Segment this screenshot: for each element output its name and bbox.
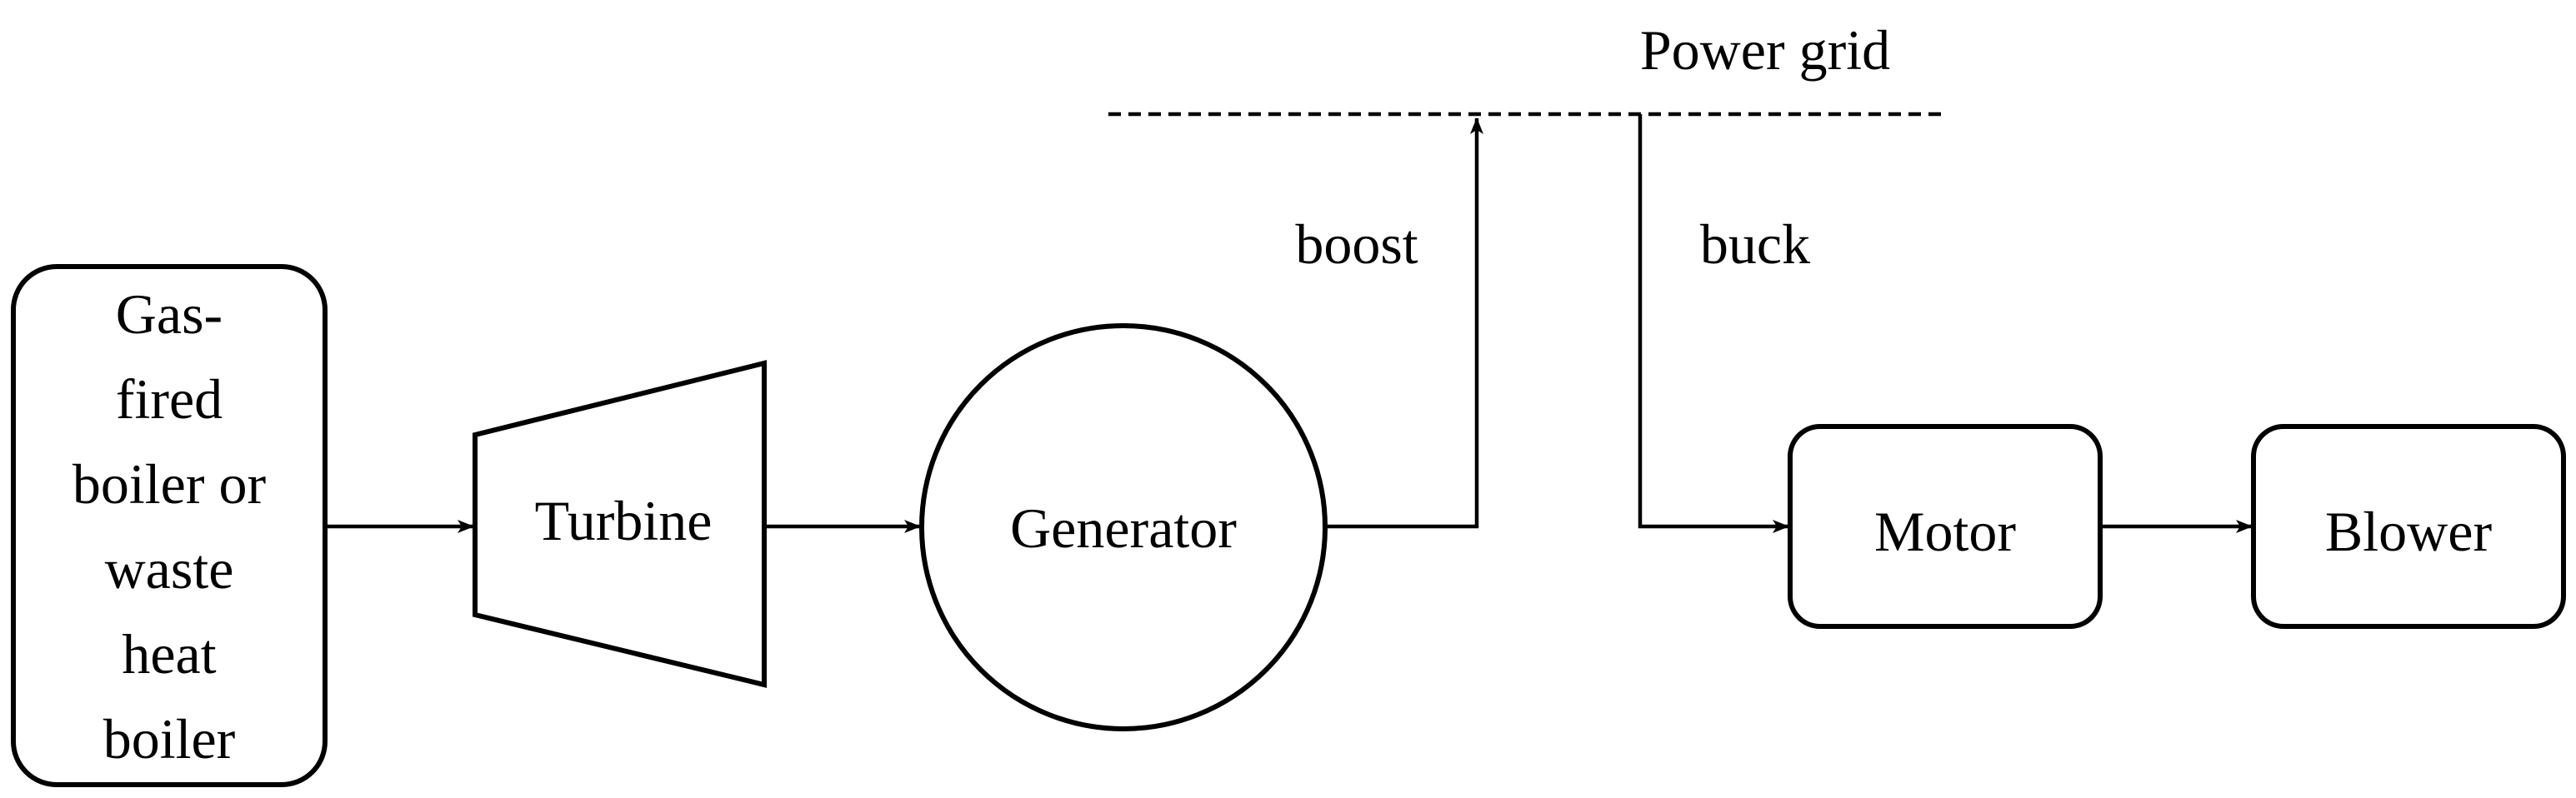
generator-label: Generator — [1010, 496, 1237, 560]
boiler-label-line-4: waste — [105, 537, 234, 601]
connections: boost buck — [325, 114, 2253, 533]
turbine-outline — [473, 360, 767, 688]
boost-label: boost — [1295, 212, 1418, 276]
blower-box-outline — [2251, 424, 2566, 629]
turbine: Turbine — [473, 360, 767, 688]
boiler-label-line-6: boiler — [103, 707, 236, 771]
power-grid-label: Power grid — [1640, 18, 1890, 82]
boiler-label-line-1: Gas- — [116, 282, 223, 346]
buck-label: buck — [1700, 212, 1810, 276]
boiler-label-line-2: fired — [116, 367, 223, 431]
power-grid: Power grid — [1108, 18, 1942, 117]
blower-label: Blower — [2325, 500, 2493, 563]
turbine-label: Turbine — [535, 489, 713, 552]
motor-label: Motor — [1874, 500, 2016, 563]
generator-to-grid-boost-arrow — [1325, 117, 1483, 529]
boiler-label-line-3: boiler or — [73, 452, 267, 516]
grid-to-motor-buck-arrow — [1638, 114, 1789, 533]
boiler-box: Gas- fired boiler or waste heat boiler — [11, 264, 328, 787]
generator: Generator — [919, 323, 1328, 731]
boiler-label-line-5: heat — [122, 622, 216, 686]
motor-box: Motor — [1788, 424, 2103, 629]
blower-box: Blower — [2251, 424, 2566, 629]
